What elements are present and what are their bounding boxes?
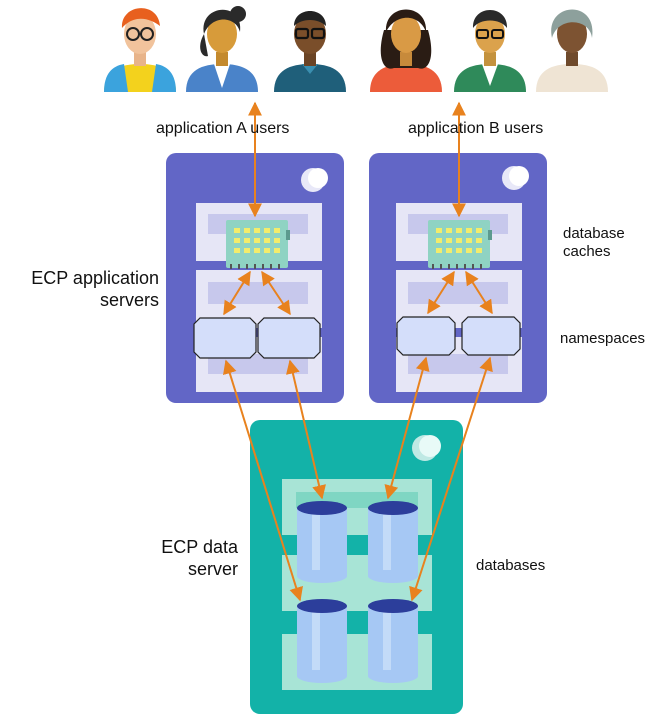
users-row (104, 6, 608, 92)
arrow-ns-a1-db3 (223, 359, 303, 602)
user-avatar-icon (186, 6, 258, 92)
label-ecp-application-servers-line1: ECP application (31, 268, 159, 288)
label-application-b-users: application B users (408, 120, 544, 137)
user-avatar-icon (370, 9, 442, 92)
label-application-a-users: application A users (156, 120, 290, 137)
label-database-caches-line1: database (563, 225, 625, 242)
label-databases: databases (476, 557, 546, 574)
user-avatar-icon (536, 9, 608, 92)
label-ecp-data-server-line1: ECP data (161, 537, 238, 557)
memory-chip-icon (226, 220, 290, 269)
arrow-cache-a-ns1 (223, 270, 251, 316)
label-ecp-application-servers-line2: servers (99, 290, 159, 310)
user-avatar-icon (454, 10, 526, 92)
connection-arrows (223, 101, 493, 602)
database-cylinder-icon (368, 501, 418, 583)
arrow-cache-b-ns1 (427, 270, 455, 315)
user-avatar-icon (274, 11, 346, 92)
label-ecp-data-server: ECP data server (120, 536, 238, 580)
label-namespaces: namespaces (560, 330, 646, 347)
database-cylinder-icon (368, 599, 418, 683)
database-cylinder-icon (297, 599, 347, 683)
arrow-ns-b2-db4 (409, 356, 493, 602)
arrow-ns-a2-db1 (286, 359, 326, 500)
namespace-box (461, 316, 521, 356)
label-ecp-data-server-line2: server (187, 559, 238, 579)
label-ecp-application-servers: ECP application servers (12, 267, 159, 311)
arrow-cache-a-ns2 (261, 270, 291, 316)
data-server (250, 420, 463, 714)
namespace-box (396, 316, 456, 356)
namespace-box (257, 317, 321, 359)
namespace-box (193, 317, 257, 359)
label-database-caches: database caches (563, 225, 625, 261)
memory-chip-icon (428, 220, 492, 269)
user-avatar-icon (104, 8, 176, 92)
arrow-cache-b-ns2 (465, 270, 493, 315)
database-cylinder-icon (297, 501, 347, 583)
label-database-caches-line2: caches (563, 243, 611, 260)
